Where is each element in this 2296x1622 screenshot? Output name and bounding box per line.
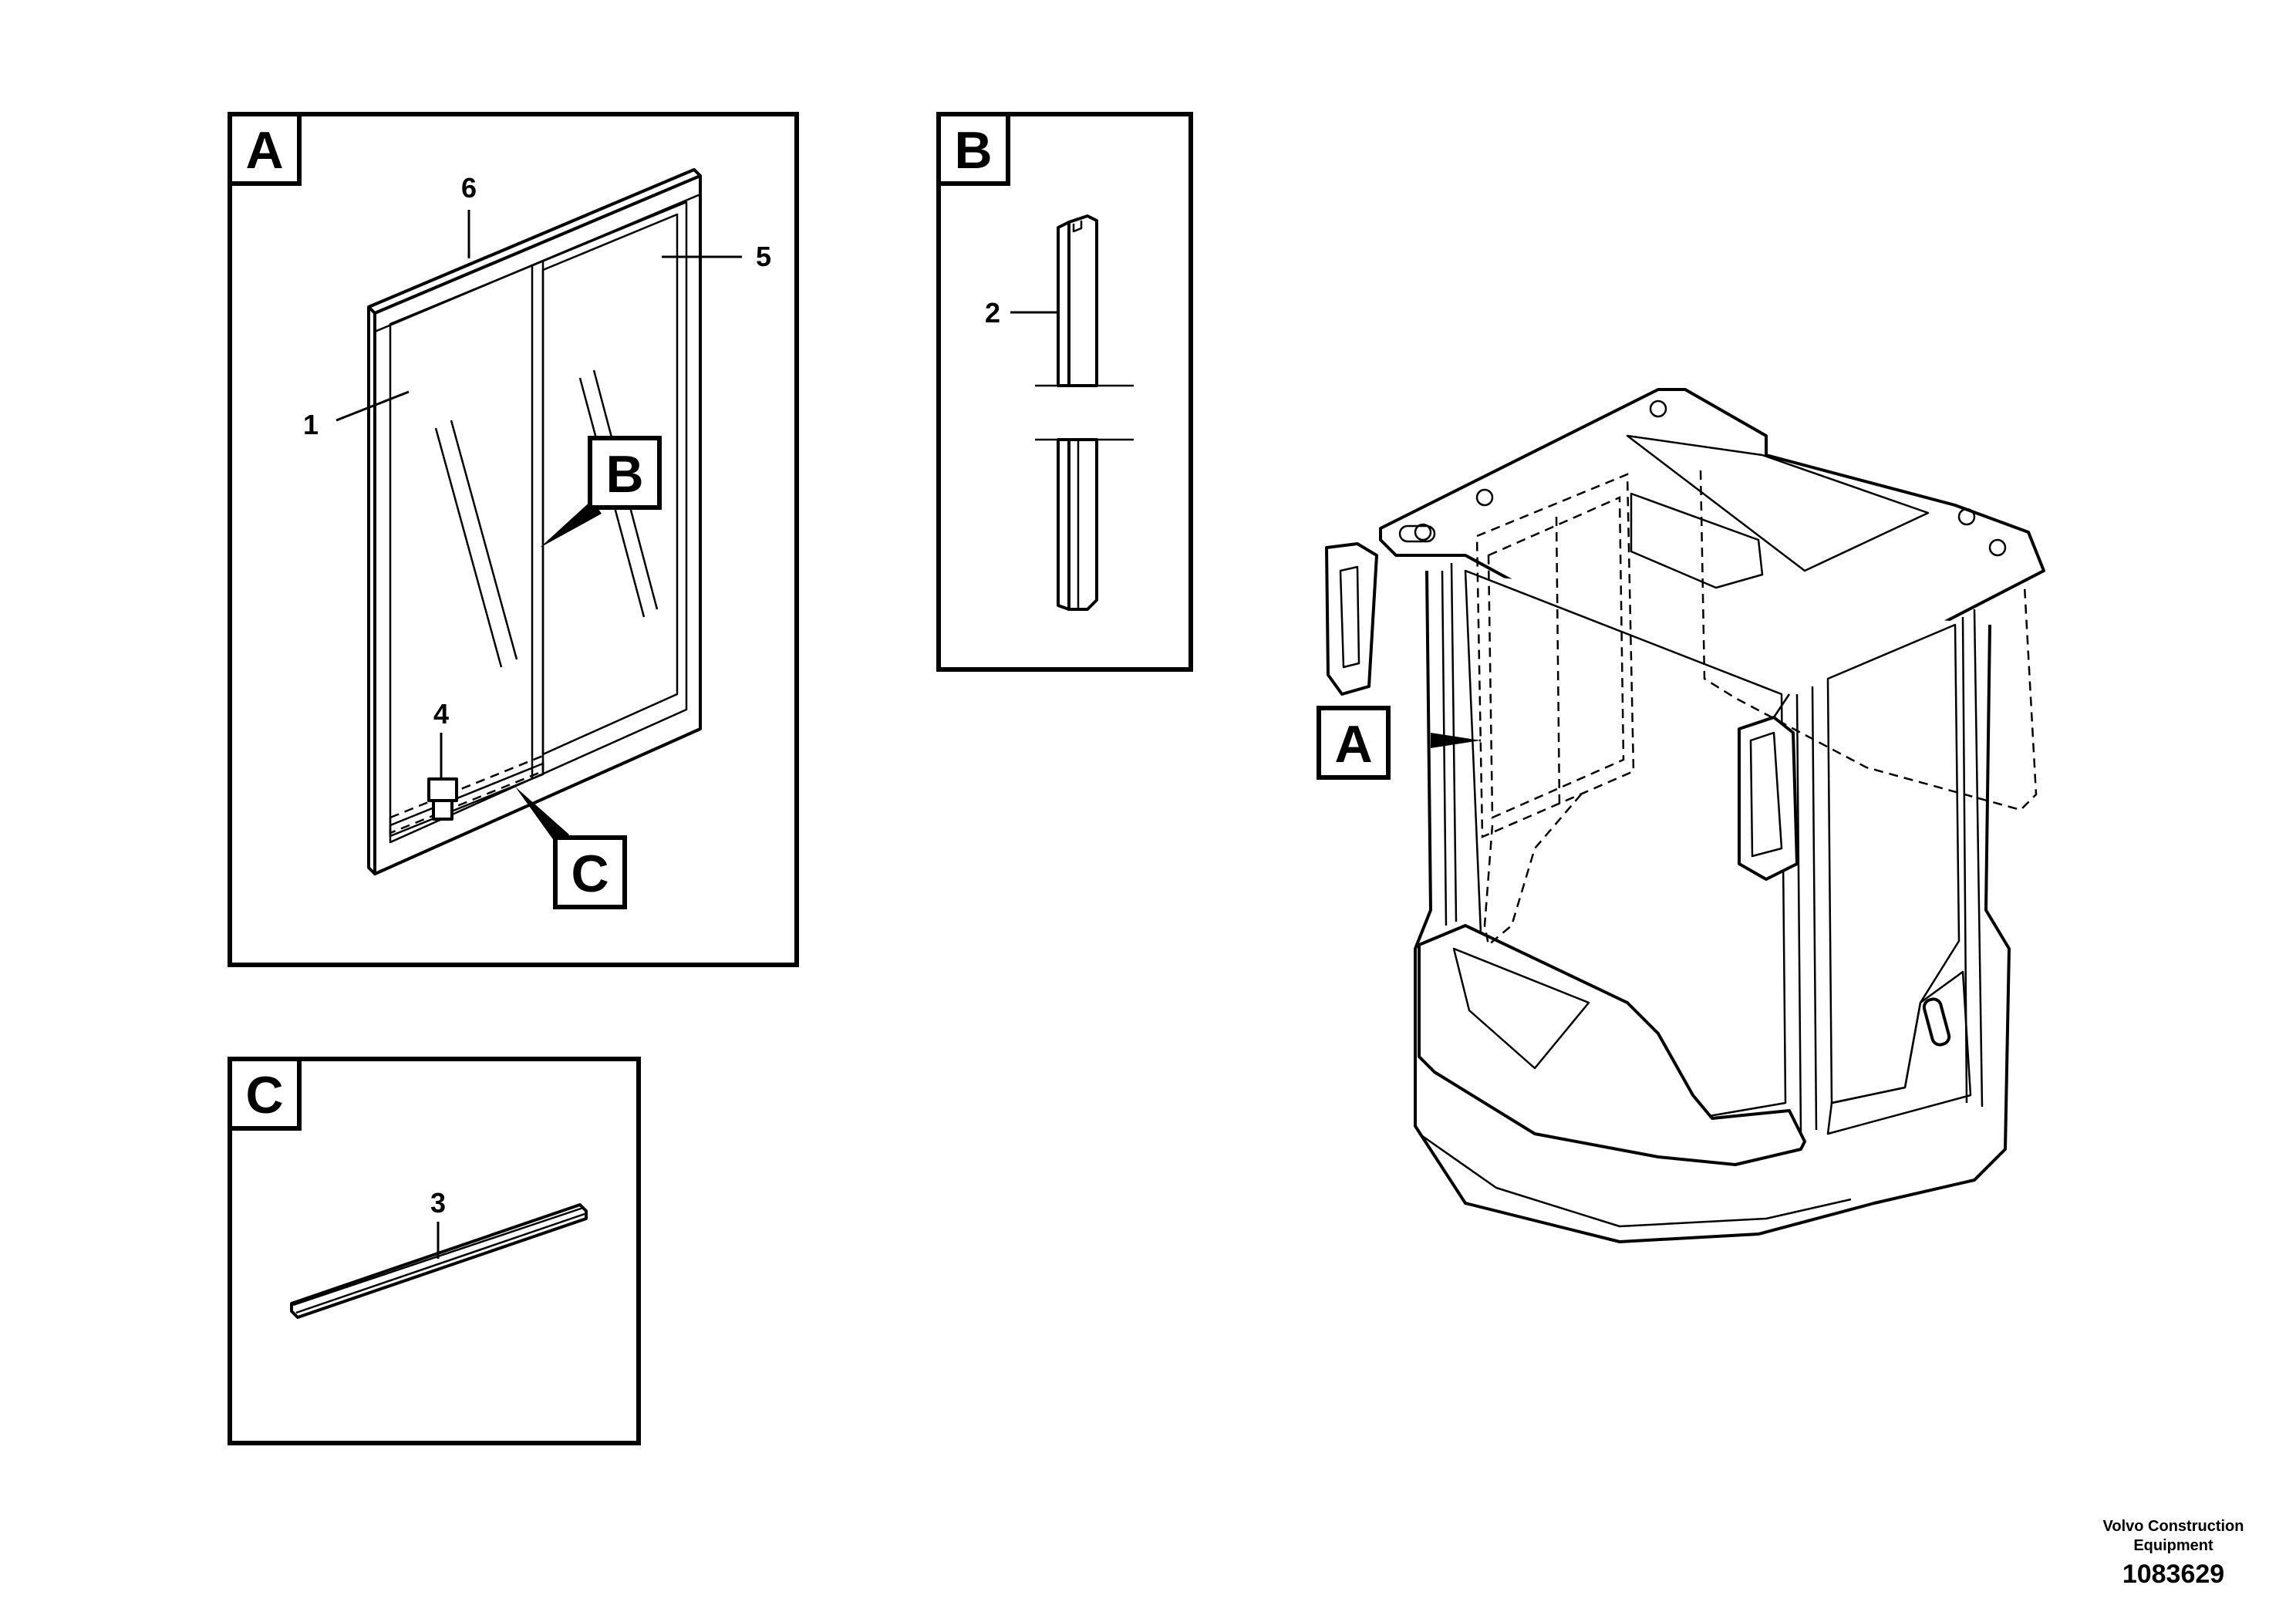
window-position-divider xyxy=(1555,516,1561,807)
right-mirror-arm xyxy=(1772,693,1791,718)
seal-upper-left xyxy=(1057,221,1070,387)
panel-a-label: A xyxy=(245,121,283,180)
cab-roof-hatch xyxy=(1630,492,1764,589)
item-4-number: 4 xyxy=(433,698,449,730)
right-mirror-glass xyxy=(1749,731,1783,858)
callout-c-detail-marker: C xyxy=(515,787,627,909)
lower-panel-hidden xyxy=(1483,794,1582,947)
seal-lower-left xyxy=(1057,438,1070,611)
window-frame-face xyxy=(373,174,702,875)
company-line-2: Equipment xyxy=(2133,1537,2213,1554)
callout-a-box xyxy=(1317,706,1391,780)
sliding-pane xyxy=(541,213,679,756)
roof-bolt-4 xyxy=(1957,508,1976,526)
right-mirror xyxy=(1738,716,1799,881)
item-1-number: 1 xyxy=(303,409,319,440)
roof-bolt-1 xyxy=(1649,400,1667,418)
seal-upper-right xyxy=(1067,214,1098,387)
cab-roof-panel xyxy=(1626,434,1930,572)
roof-bolt-5 xyxy=(1988,538,2007,557)
roof-bolt-2 xyxy=(1475,488,1494,507)
left-mirror-glass xyxy=(1339,565,1360,669)
front-pillar-inner xyxy=(1811,686,1818,1131)
left-mirror xyxy=(1325,542,1378,696)
callout-b-text: B xyxy=(605,445,643,504)
latch-body xyxy=(427,777,458,802)
item-3-number: 3 xyxy=(430,1187,446,1219)
drawing-number: 1083629 xyxy=(2122,1560,2224,1589)
callout-a-pointer xyxy=(1431,733,1481,748)
item-1-leader xyxy=(335,390,410,422)
item-2-number: 2 xyxy=(985,297,1000,329)
lower-track-hidden xyxy=(389,754,544,835)
callout-c-box xyxy=(553,835,627,909)
window-position-hidden xyxy=(1475,473,1635,838)
window-position-inner xyxy=(1487,496,1625,819)
panel-c: C 3 xyxy=(228,1057,641,1445)
panel-b-label: B xyxy=(954,121,992,180)
callout-a-text: A xyxy=(1334,715,1372,774)
window-assembly xyxy=(367,168,702,875)
guide-rail-groove xyxy=(295,1212,585,1314)
callout-c-pointer xyxy=(515,787,569,847)
panel-a: A xyxy=(228,112,799,967)
cab-base-curve xyxy=(1418,1132,1852,1228)
callout-b-box xyxy=(588,436,662,510)
panel-b-label-box xyxy=(936,112,1010,186)
cab-illustration: A xyxy=(1317,388,2045,1243)
door-handle xyxy=(1922,997,1951,1047)
panel-c-label: C xyxy=(245,1066,283,1125)
seal-lower-right xyxy=(1067,438,1098,611)
roof-bolt-3 xyxy=(1414,523,1432,541)
front-pillar xyxy=(1795,693,1802,1135)
panel-a-frame xyxy=(228,112,799,967)
panel-b: B 2 xyxy=(936,112,1193,672)
rear-window-hidden xyxy=(1699,470,2038,811)
cab-lower-front xyxy=(1418,924,1806,1166)
latch-part xyxy=(427,777,458,821)
roof-bolt-slot-2 xyxy=(1398,524,1436,543)
company-line-1: Volvo Construction xyxy=(2103,1518,2244,1535)
callout-b-detail-marker: B xyxy=(540,436,662,548)
cab-lower-recess xyxy=(1452,947,1590,1070)
left-pillar xyxy=(1441,570,1448,926)
panel-c-frame xyxy=(228,1057,641,1445)
item-5-number: 5 xyxy=(756,241,771,272)
latch-base xyxy=(432,799,453,821)
callout-a-cab-marker: A xyxy=(1317,706,1481,780)
panel-c-label-box xyxy=(228,1057,302,1131)
right-pillar-inner xyxy=(1973,609,1984,1108)
callout-c-text: C xyxy=(571,845,609,903)
glass-reflection-2 xyxy=(450,420,518,660)
panel-b-frame xyxy=(936,112,1193,672)
cab-door-lower xyxy=(1826,970,1972,1135)
seal-profile-part xyxy=(1035,214,1134,611)
callout-b-pointer xyxy=(540,500,602,548)
panel-a-label-box xyxy=(228,112,302,186)
guide-rail-part xyxy=(290,1203,588,1319)
seal-upper-groove xyxy=(1072,221,1083,233)
top-rail xyxy=(374,193,701,333)
item-6-number: 6 xyxy=(461,172,477,204)
glass-reflection-1 xyxy=(434,427,503,668)
footer-block: Volvo Construction Equipment 1083629 xyxy=(2103,1518,2244,1589)
